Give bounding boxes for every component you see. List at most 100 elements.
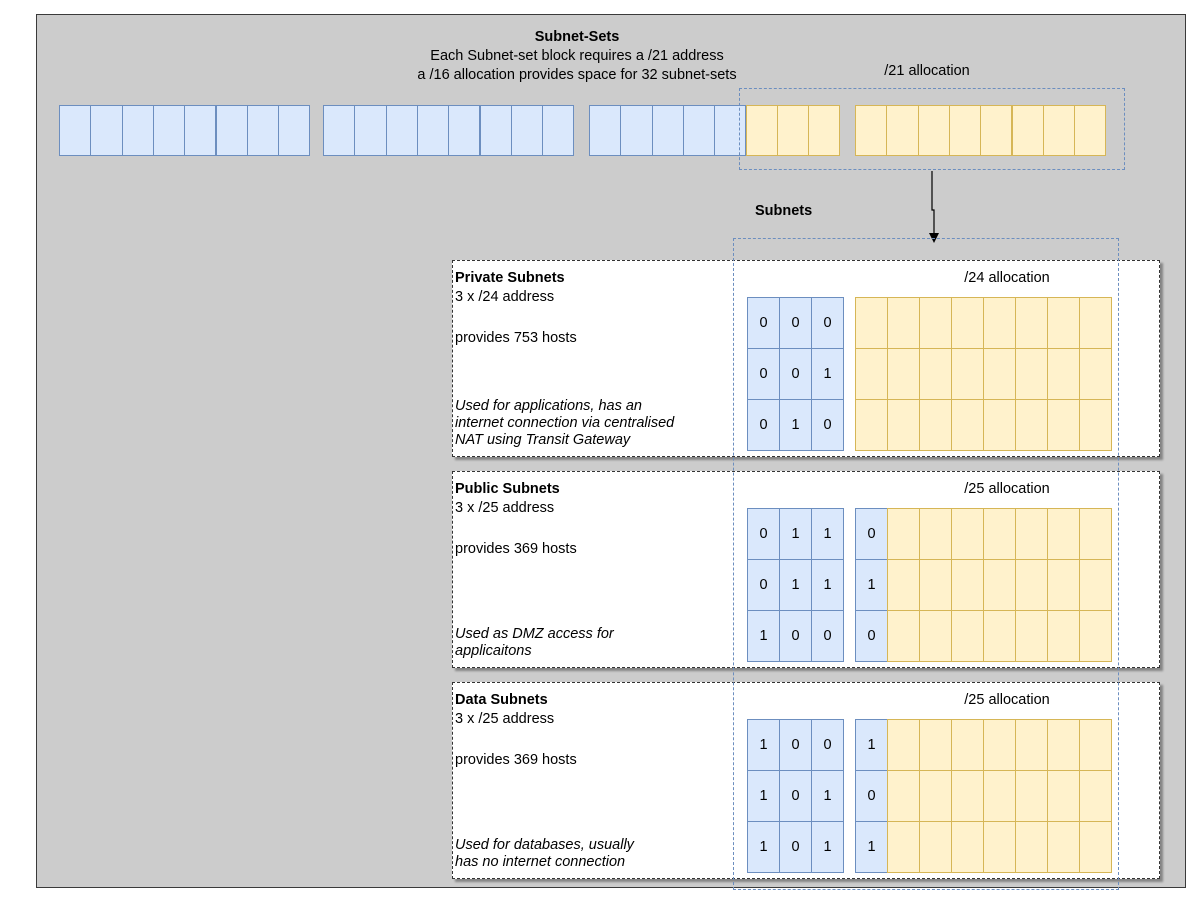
subnet-bit-cell: 0: [747, 297, 780, 349]
host-address-cell: [1079, 719, 1112, 771]
subnet-bit-cell: 1: [747, 770, 780, 822]
host-address-cell: [855, 399, 888, 451]
host-address-cell: [919, 821, 952, 873]
subnet-set-block: [323, 105, 356, 156]
host-address-cell: [1047, 348, 1080, 400]
subnet-bit-cell: 0: [811, 399, 844, 451]
subnet-bit-cell: 1: [747, 610, 780, 662]
subnet-bit-cell: 1: [779, 508, 812, 560]
section-note-line: Used for databases, usually: [455, 837, 634, 853]
host-address-cell: [919, 719, 952, 771]
subnet-set-block-allocated: [1074, 105, 1107, 156]
host-address-cell: [1079, 508, 1112, 560]
host-address-cell: [1015, 770, 1048, 822]
subnet-set-block: [246, 105, 280, 156]
diagram-canvas: Subnet-Sets Each Subnet-set block requir…: [36, 14, 1186, 890]
subnet-sets-description-line2: a /16 allocation provides space for 32 s…: [417, 67, 737, 83]
subnet-extra-bit-cell: 0: [855, 508, 888, 560]
host-address-cell: [951, 348, 984, 400]
subnet-set-block: [215, 105, 248, 156]
host-address-cell: [1047, 719, 1080, 771]
subnet-set-block: [90, 105, 123, 156]
section-hosts: provides 369 hosts: [455, 752, 577, 768]
host-address-cell: [951, 399, 984, 451]
subnet-set-block-allocated: [886, 105, 919, 156]
host-address-cell: [1047, 297, 1080, 349]
host-address-cell: [983, 508, 1016, 560]
host-address-cell: [1079, 821, 1112, 873]
subnet-set-block-allocated: [808, 105, 841, 156]
host-address-cell: [1015, 559, 1048, 611]
host-address-cell: [887, 610, 920, 662]
subnet-section-card: Data Subnets 3 x /25 address provides 369 …: [452, 682, 1160, 879]
host-address-cell: [1079, 559, 1112, 611]
subnet-sets-description-line1: Each Subnet-set block requires a /21 add…: [430, 48, 724, 64]
subnet-bit-cell: 0: [779, 770, 812, 822]
subnet-set-block: [121, 105, 154, 156]
host-address-cell: [887, 297, 920, 349]
subnet-set-block: [278, 105, 311, 156]
subnet-bit-cell: 0: [811, 719, 844, 771]
subnet-set-block: [682, 105, 716, 156]
subnet-set-block-allocated: [776, 105, 810, 156]
section-allocation-label: /24 allocation: [964, 270, 1050, 286]
host-address-cell: [1015, 719, 1048, 771]
section-note-line: internet connection via centralised: [455, 415, 675, 431]
subnets-label: Subnets: [755, 203, 813, 219]
subnet-bit-cell: 1: [811, 348, 844, 400]
subnet-set-block: [510, 105, 544, 156]
subnet-sets-title: Subnet-Sets: [534, 29, 620, 45]
subnet-extra-bit-cell: 1: [855, 719, 888, 771]
section-allocation-label: /25 allocation: [964, 481, 1050, 497]
host-address-cell: [1015, 508, 1048, 560]
section-address: 3 x /25 address: [455, 711, 555, 727]
subnet-extra-bit-cell: 0: [855, 610, 888, 662]
subnet-bit-cell: 1: [779, 559, 812, 611]
subnet-set-block-allocated: [948, 105, 982, 156]
host-address-cell: [855, 297, 888, 349]
host-address-cell: [951, 508, 984, 560]
host-address-cell: [951, 770, 984, 822]
host-address-cell: [983, 821, 1016, 873]
subnet-set-block: [620, 105, 653, 156]
host-address-cell: [1015, 297, 1048, 349]
host-address-cell: [1079, 610, 1112, 662]
subnet-set-block: [59, 105, 92, 156]
host-address-cell: [855, 348, 888, 400]
host-address-cell: [1015, 821, 1048, 873]
host-address-cell: [983, 719, 1016, 771]
subnet-set-block: [184, 105, 217, 156]
section-note-line: Used as DMZ access for: [455, 626, 614, 642]
host-address-cell: [919, 559, 952, 611]
subnet-bit-cell: 0: [779, 297, 812, 349]
section-note-line: applicaitons: [455, 643, 532, 659]
host-address-cell: [1015, 399, 1048, 451]
subnet-extra-bit-cell: 0: [855, 770, 888, 822]
host-address-cell: [887, 719, 920, 771]
host-address-cell: [983, 770, 1016, 822]
subnet-set-block: [152, 105, 186, 156]
host-address-cell: [983, 399, 1016, 451]
subnet-bit-cell: 1: [811, 508, 844, 560]
host-address-cell: [1015, 610, 1048, 662]
host-address-cell: [1047, 821, 1080, 873]
subnet-bit-cell: 0: [779, 348, 812, 400]
host-address-cell: [919, 348, 952, 400]
host-address-cell: [1047, 508, 1080, 560]
subnet-bit-cell: 1: [811, 559, 844, 611]
subnet-bit-cell: 0: [747, 399, 780, 451]
connector-arrow: [929, 171, 939, 243]
host-address-cell: [919, 508, 952, 560]
subnet-bit-cell: 0: [811, 297, 844, 349]
section-title: Data Subnets: [455, 692, 548, 708]
host-address-cell: [1079, 770, 1112, 822]
host-address-cell: [887, 559, 920, 611]
host-address-cell: [887, 770, 920, 822]
host-address-cell: [887, 348, 920, 400]
host-address-cell: [983, 610, 1016, 662]
host-address-cell: [1047, 610, 1080, 662]
subnet-bit-cell: 0: [747, 559, 780, 611]
section-hosts: provides 753 hosts: [455, 330, 577, 346]
host-address-cell: [887, 399, 920, 451]
